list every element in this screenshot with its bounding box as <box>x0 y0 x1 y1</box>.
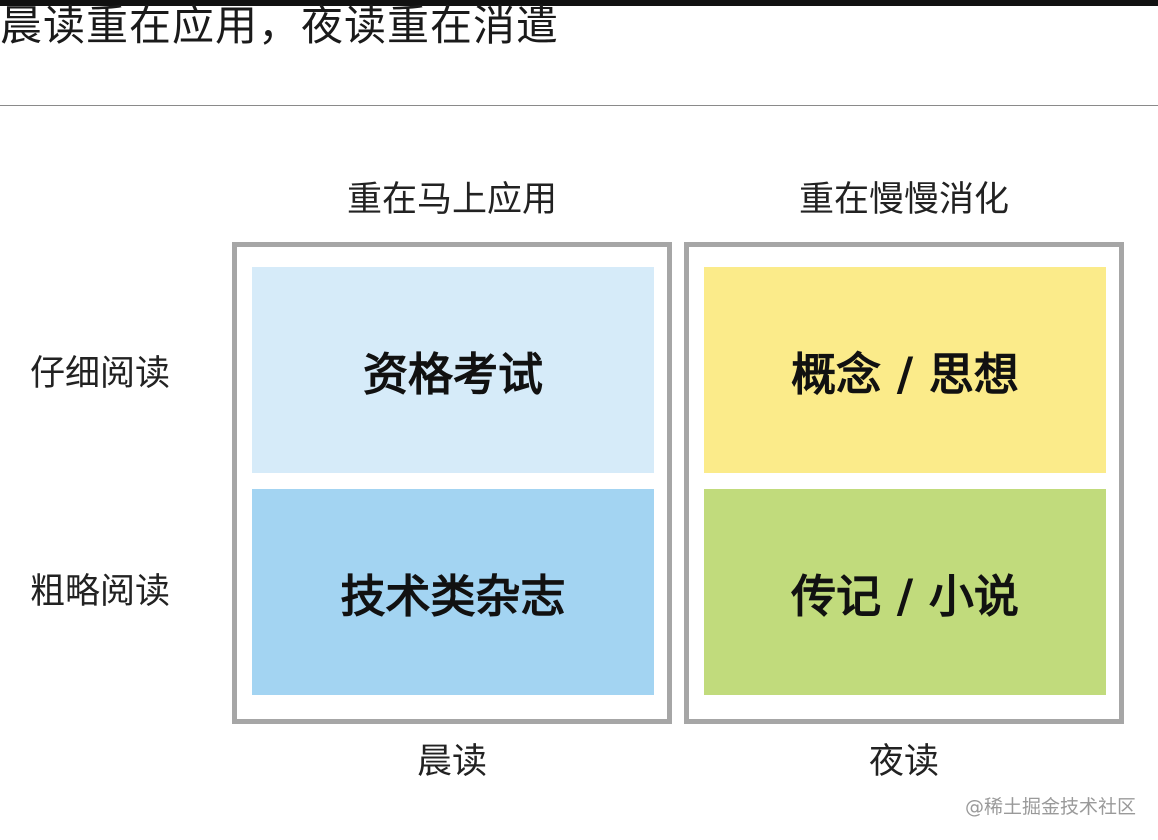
watermark: @稀土掘金技术社区 <box>964 796 1136 818</box>
row-label-bottom: 粗略阅读 <box>30 572 171 612</box>
column-footer-left: 晨读 <box>416 742 487 782</box>
cell-tech-magazine: 技术类杂志 <box>252 489 654 695</box>
cell-tech-magazine-label: 技术类杂志 <box>340 569 566 623</box>
cell-qualification-exam: 资格考试 <box>252 267 654 473</box>
row-label-top: 仔细阅读 <box>30 354 171 394</box>
cell-biography-novel: 传记 / 小说 <box>704 489 1106 695</box>
page-title: 晨读重在应用，夜读重在消遣 <box>0 1 560 50</box>
cell-qualification-exam-label: 资格考试 <box>362 347 543 401</box>
title-divider <box>0 105 1158 106</box>
top-bar <box>0 0 1158 6</box>
cell-concept-thought: 概念 / 思想 <box>704 267 1106 473</box>
column-header-left: 重在马上应用 <box>346 180 557 220</box>
column-footer-right: 夜读 <box>868 742 939 782</box>
cell-biography-novel-label: 传记 / 小说 <box>791 569 1019 623</box>
cell-concept-thought-label: 概念 / 思想 <box>791 347 1019 401</box>
column-header-right: 重在慢慢消化 <box>798 180 1009 220</box>
